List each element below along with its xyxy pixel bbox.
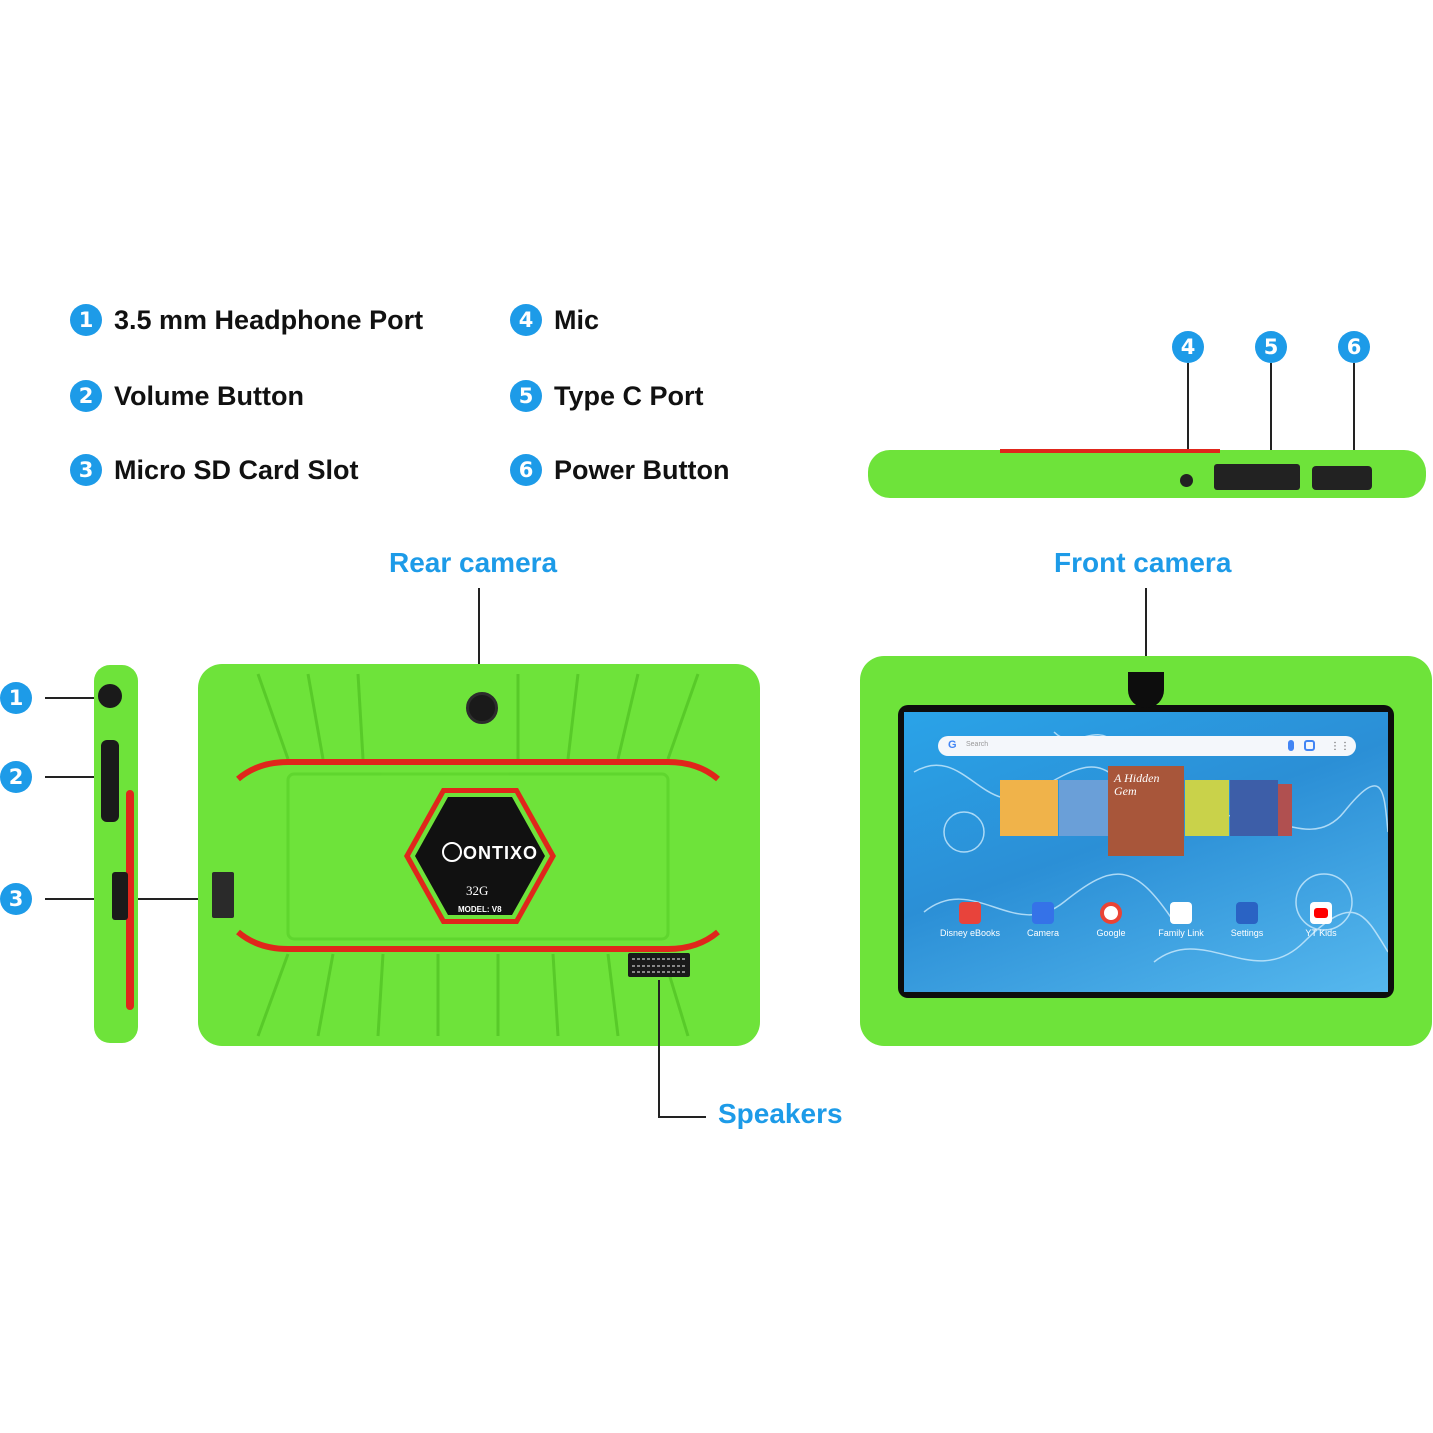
legend-number-badge: 3 (70, 454, 102, 486)
callout-badge-power: 6 (1338, 331, 1370, 363)
headphone-port-hole (98, 684, 122, 708)
top-edge-red-stripe (1000, 449, 1220, 453)
book-cover[interactable] (1230, 780, 1278, 836)
legend-label: Type C Port (554, 380, 704, 411)
sd-card-slot (112, 872, 128, 920)
leader-line (45, 776, 103, 778)
front-camera-label: Front camera (1054, 547, 1232, 578)
leader-line (1145, 588, 1147, 672)
callout-badge-sd-card: 3 (0, 883, 32, 915)
app-label: Camera (1026, 928, 1059, 938)
leader-line (658, 1116, 706, 1118)
search-placeholder: Search (966, 741, 989, 748)
rear-camera-label: Rear camera (389, 547, 558, 578)
speaker-grille (628, 953, 690, 977)
legend-label: Power Button (554, 454, 730, 485)
book-cover[interactable] (1185, 780, 1229, 836)
brand-hexagon (404, 788, 556, 924)
model-label: MODEL: V8 (458, 905, 502, 914)
google-chrome-icon[interactable] (1100, 902, 1122, 924)
book-cover[interactable] (1059, 780, 1109, 836)
app-label: YT Kids (1305, 928, 1337, 938)
legend-item-power-button: 6 Power Button (510, 450, 730, 490)
apps-grid-icon[interactable]: ⋮⋮ (1330, 741, 1350, 752)
legend-label: Volume Button (114, 380, 304, 411)
callout-badge-type-c: 5 (1255, 331, 1287, 363)
tablet-screen: G Search ⋮⋮ A Hidden Gem Disney eBooks C… (904, 712, 1388, 992)
callout-badge-headphone: 1 (0, 682, 32, 714)
yt-kids-icon[interactable] (1310, 902, 1332, 924)
speakers-label: Speakers (718, 1098, 843, 1129)
legend-item-sd-card-slot: 3 Micro SD Card Slot (70, 450, 359, 490)
brand-logo-text: ONTIXO (442, 842, 538, 864)
legend-label: Micro SD Card Slot (114, 454, 359, 485)
app-label: Disney eBooks (939, 928, 1001, 938)
type-c-port-slot (1214, 464, 1300, 490)
rear-sd-slot (212, 872, 234, 918)
google-g-icon: G (948, 739, 957, 751)
legend-item-volume-button: 2 Volume Button (70, 376, 304, 416)
mic-icon[interactable] (1288, 740, 1294, 751)
book-cover[interactable] (1000, 780, 1058, 836)
family-link-icon[interactable] (1170, 902, 1192, 924)
leader-line (1270, 363, 1272, 463)
legend-number-badge: 1 (70, 304, 102, 336)
storage-label: 32G (466, 883, 489, 898)
legend-number-badge: 4 (510, 304, 542, 336)
camera-icon[interactable] (1032, 902, 1054, 924)
rear-camera-lens (466, 692, 498, 724)
legend-label: 3.5 mm Headphone Port (114, 304, 424, 335)
lens-icon[interactable] (1304, 740, 1315, 751)
brand-logo-c-icon (442, 842, 462, 862)
book-cover[interactable] (1278, 784, 1292, 836)
app-label: Google (1096, 928, 1126, 938)
rear-case-ribs (236, 673, 720, 1037)
legend-number-badge: 6 (510, 454, 542, 486)
front-camera-notch (1128, 672, 1164, 708)
leader-line (1353, 363, 1355, 468)
leader-line (1187, 363, 1189, 478)
book-title: A Hidden Gem (1114, 771, 1160, 798)
callout-badge-mic: 4 (1172, 331, 1204, 363)
legend-number-badge: 5 (510, 380, 542, 412)
brand-name: ONTIXO (463, 843, 539, 863)
leader-line (658, 980, 660, 1118)
legend-number-badge: 2 (70, 380, 102, 412)
settings-gear-icon[interactable] (1236, 902, 1258, 924)
leader-line (478, 588, 480, 676)
legend-label: Mic (554, 304, 600, 335)
legend-item-headphone-port: 1 3.5 mm Headphone Port (70, 300, 423, 340)
volume-button (101, 740, 119, 822)
legend-item-mic: 4 Mic (510, 300, 599, 340)
callout-badge-volume: 2 (0, 761, 32, 793)
side-red-stripe (126, 790, 134, 1010)
app-label: Settings (1230, 928, 1264, 938)
leader-line (45, 697, 103, 699)
search-bar[interactable]: G Search ⋮⋮ (938, 736, 1356, 756)
legend-item-type-c-port: 5 Type C Port (510, 376, 704, 416)
mic-hole (1180, 474, 1193, 487)
book-cover-featured[interactable]: A Hidden Gem (1108, 766, 1184, 856)
power-button (1312, 466, 1372, 490)
disney-ebooks-icon[interactable] (959, 902, 981, 924)
app-label: Family Link (1158, 928, 1204, 938)
